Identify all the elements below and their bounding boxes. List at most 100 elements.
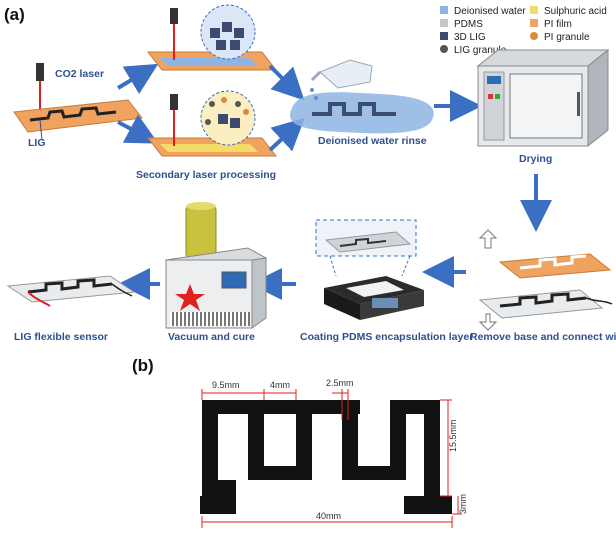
- secondary-laser-step: Secondary laser processing: [136, 90, 278, 181]
- cube-icon: [230, 118, 240, 128]
- 3d-lig-step: [146, 4, 278, 71]
- laser-head-icon: [170, 8, 178, 24]
- laser-head-icon: [36, 63, 44, 81]
- acid-swatch: [530, 6, 538, 14]
- coater-display: [372, 298, 398, 308]
- lig-pattern: [312, 102, 396, 116]
- pi-granule-icon: [221, 97, 227, 103]
- wire: [585, 297, 613, 305]
- cube-icon: [210, 28, 220, 38]
- display-icon: [487, 76, 501, 84]
- gap: [406, 414, 424, 496]
- electrode-strip: [218, 480, 236, 496]
- lig-pattern: [29, 106, 117, 122]
- control-panel: [483, 71, 505, 141]
- water-swatch: [440, 6, 448, 14]
- remove-base-step: Remove base and connect wires: [470, 229, 616, 343]
- zoom-line: [329, 255, 337, 277]
- lig-pattern: [339, 237, 387, 247]
- rinse-label: Deionised water rinse: [318, 135, 427, 147]
- door-handle: [577, 92, 580, 116]
- arrow-down-icon: [478, 313, 498, 331]
- legend-label: LIG granule: [454, 45, 507, 56]
- granule-icon: [209, 101, 215, 107]
- vacuum-label: Vacuum and cure: [168, 331, 255, 343]
- legend-label: 3D LIG: [454, 32, 486, 43]
- granule-icon: [440, 45, 448, 53]
- pdms-swatch: [440, 19, 448, 27]
- gap: [236, 496, 404, 514]
- gap: [264, 414, 296, 466]
- lig-pattern: [499, 292, 587, 308]
- wash-bottle-icon: [319, 59, 373, 89]
- laser-head-icon: [170, 94, 178, 110]
- vacuum-chamber-icon: [185, 205, 217, 259]
- cube-icon: [230, 40, 240, 50]
- cube-icon: [222, 22, 232, 32]
- cube-icon: [440, 32, 448, 40]
- pi-film-swatch: [530, 19, 538, 27]
- dimension-label: 9.5mm: [212, 380, 240, 390]
- dimension-label: 2.5mm: [326, 378, 354, 388]
- display-icon: [221, 271, 247, 289]
- electrode-strip: [390, 400, 406, 480]
- oven-side: [251, 257, 267, 329]
- arrow: [268, 64, 305, 101]
- lig-pointer: [39, 119, 43, 141]
- oven-side: [587, 48, 609, 148]
- vent-grille: [170, 312, 250, 326]
- zoom-line: [401, 255, 411, 277]
- laser-writing-step: CO2 laser LIG: [13, 63, 143, 149]
- indicator-red: [488, 94, 493, 99]
- water-drop: [314, 96, 318, 100]
- pi-granule-icon: [530, 32, 538, 40]
- acid-layer: [160, 144, 258, 152]
- arrow: [117, 114, 159, 144]
- lig-label: LIG: [28, 137, 46, 149]
- legend-label: PI film: [544, 19, 572, 30]
- water-layer: [160, 58, 258, 66]
- electrode-strip: [202, 400, 218, 496]
- rinse-step: Deionised water rinse: [290, 59, 434, 147]
- dimension-label: 3mm: [458, 494, 468, 514]
- wire: [111, 283, 133, 297]
- cube-icon: [234, 28, 244, 38]
- gap: [358, 414, 390, 466]
- electrode-pad-right: [404, 496, 452, 514]
- remove-label: Remove base and connect wires: [470, 331, 616, 343]
- electrode-pad-left: [200, 496, 236, 514]
- legend-label: PI granule: [544, 32, 590, 43]
- final-sensor: LIG flexible sensor: [6, 275, 136, 343]
- arrow-up-icon: [478, 229, 498, 249]
- dimension-annotations: 9.5mm 4mm 2.5mm 15.5mm 3mm 40mm: [201, 378, 468, 528]
- water-drop: [310, 88, 314, 92]
- pi-granule-icon: [243, 109, 249, 115]
- granule-icon: [205, 119, 211, 125]
- vacuum-oven: Vacuum and cure: [164, 202, 268, 343]
- electrode-strip: [342, 400, 358, 480]
- sensor-layer: [478, 289, 604, 319]
- chamber-lid: [186, 202, 216, 210]
- lig-pattern: [27, 278, 113, 294]
- secondary-laser-label: Secondary laser processing: [136, 169, 276, 181]
- dimension-label: 15.5mm: [448, 419, 458, 452]
- dimension-label: 4mm: [270, 380, 290, 390]
- electrode-strip: [424, 400, 440, 496]
- cube-icon: [218, 114, 228, 124]
- coating-label: Coating PDMS encapsulation layer: [300, 331, 473, 343]
- oven-door: [509, 73, 583, 139]
- panel-label-a: (a): [4, 5, 25, 24]
- electrode-drawing: [200, 400, 452, 514]
- oven-top: [476, 49, 610, 67]
- legend-label: Sulphuric acid: [544, 6, 607, 17]
- legend: Deionised water PDMS 3D LIG LIG granule …: [440, 6, 607, 56]
- electrode-strip: [296, 400, 312, 480]
- drying-oven: Drying: [476, 48, 610, 165]
- cube-icon: [216, 40, 226, 50]
- coater-plate: [346, 281, 404, 297]
- dimension-label: 40mm: [316, 511, 341, 521]
- arrow: [268, 117, 305, 152]
- coating-step: Coating PDMS encapsulation layer: [300, 219, 473, 343]
